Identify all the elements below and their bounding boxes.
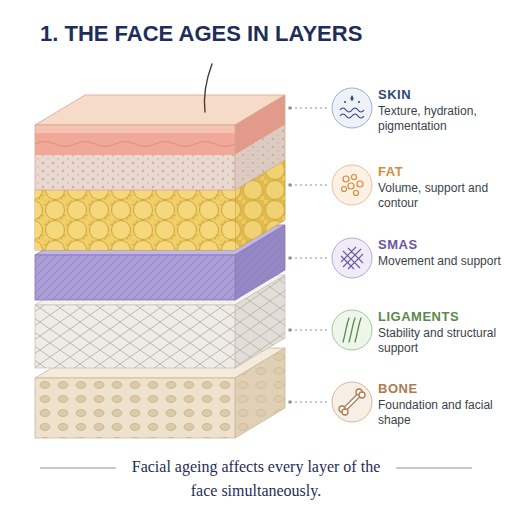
ligament-front [35, 305, 235, 368]
bone-front [35, 378, 235, 438]
caption-rule [40, 468, 116, 469]
smas-front [35, 255, 235, 300]
leader-dot [288, 183, 292, 187]
leader-dot [288, 106, 292, 110]
icon-circle [332, 310, 372, 350]
skin-wave-glyph [340, 108, 364, 118]
leader-dot [288, 400, 292, 404]
leader-line [290, 330, 328, 331]
smas-icon [332, 238, 372, 278]
icon-circle [332, 88, 372, 128]
leader-dot [288, 328, 292, 332]
skin-side-lower [235, 125, 285, 190]
layer-description: Texture, hydration, pigmentation [378, 104, 504, 134]
bone-shaft [346, 396, 358, 408]
layer-name: LIGAMENTS [378, 309, 504, 325]
skin-epidermis [35, 125, 235, 133]
icon-circle [332, 382, 372, 422]
hair [204, 64, 212, 112]
cell-glyph [352, 175, 357, 180]
icon-circle [332, 165, 372, 205]
dot-glyph [358, 101, 360, 103]
leader-line [290, 185, 328, 186]
bone-knob [342, 409, 348, 415]
droplet-glyph [351, 95, 354, 101]
layer-description: Movement and support [378, 254, 504, 269]
fibre-glyph [343, 318, 361, 342]
skin-side-outline [235, 95, 285, 190]
cell-glyph [342, 187, 347, 192]
leader-dot [288, 256, 292, 260]
diagram-caption: Facial ageing affects every layer of the… [126, 455, 386, 503]
diagram-title: 1. THE FACE AGES IN LAYERS [40, 20, 490, 48]
cell-glyph [343, 176, 349, 182]
leader-line [290, 258, 328, 259]
cell-glyph [354, 191, 359, 196]
skin-front-outline [35, 125, 235, 190]
cell-glyph [357, 181, 363, 187]
layer-name: BONE [378, 381, 504, 397]
cell-glyph [348, 183, 354, 189]
smas-front-texture [35, 255, 235, 300]
dot-glyph [344, 101, 346, 103]
leader-lines [290, 108, 328, 402]
caption-rule [396, 468, 472, 469]
leader-line [290, 402, 328, 403]
layer-name: FAT [378, 164, 504, 180]
layer-name: SKIN [378, 87, 504, 103]
leader-line [290, 108, 328, 109]
fat-cells-glyph [342, 175, 364, 196]
skin-dermis [35, 133, 235, 155]
layer-description: Volume, support and contour [378, 181, 504, 211]
skin-lower [35, 155, 235, 190]
layer-name: SMAS [378, 237, 504, 253]
mesh-glyph [341, 247, 363, 269]
bone-knob [359, 392, 365, 398]
skin-layer [35, 64, 285, 190]
fat-icon [332, 165, 372, 205]
skin-icon [332, 88, 372, 128]
dermis-wave [35, 142, 235, 147]
skin-lower-texture [35, 155, 235, 190]
icon-circle [332, 238, 372, 278]
bone-front-texture [35, 378, 235, 438]
bone-glyph [339, 389, 365, 415]
fat-front-texture [35, 190, 235, 250]
layer-description: Foundation and facial shape [378, 398, 504, 428]
skin-side-texture [235, 125, 285, 190]
ligament-front-texture [35, 305, 235, 368]
leader-dots [288, 106, 292, 404]
bone-icon [332, 382, 372, 422]
bone-shaft-inner [346, 396, 358, 408]
layer-description: Stability and structural support [378, 326, 504, 356]
ligaments-icon [332, 310, 372, 350]
fat-front [35, 190, 235, 250]
